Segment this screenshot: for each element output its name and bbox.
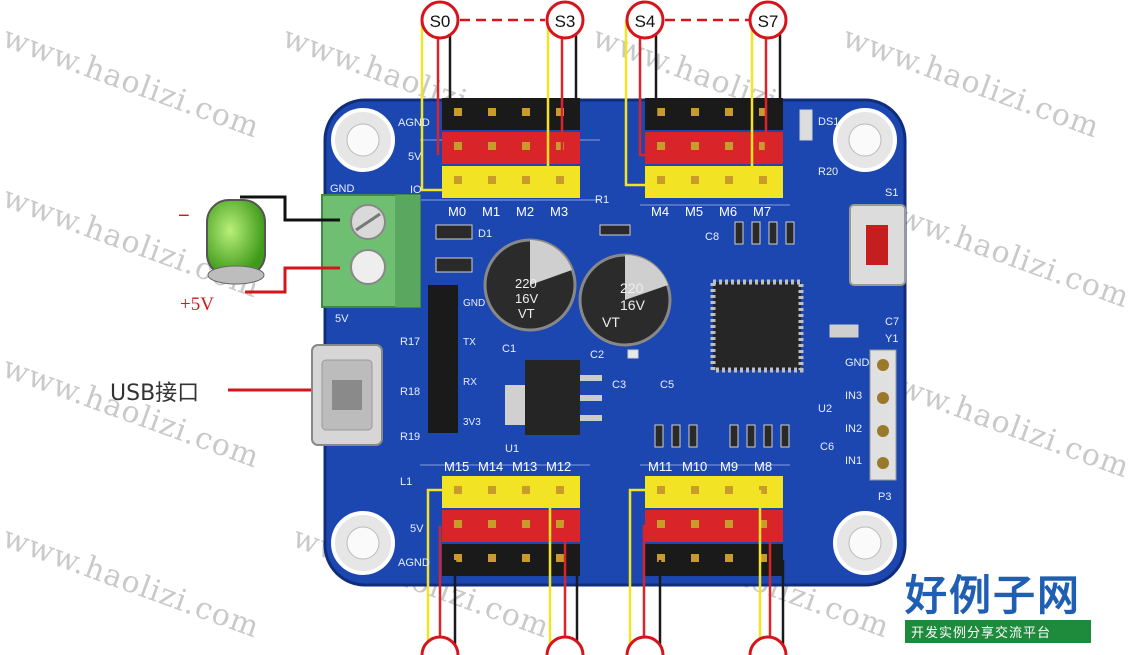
uart-3v3: 3V3: [463, 417, 481, 428]
c1-value: 220: [515, 276, 537, 291]
label-p3: P3: [878, 491, 891, 503]
header-p3: [869, 349, 897, 481]
channel-markers-bottom: [420, 635, 788, 655]
servo-wires-bottom: [426, 488, 785, 655]
channel-markers-top: S0 S3 S4 S7: [420, 0, 788, 40]
label-r18: R18: [400, 386, 420, 398]
p3-pin-gnd: GND: [845, 357, 870, 369]
channel-s4-circle: [625, 0, 665, 40]
p3-pin-in1: IN1: [845, 455, 862, 467]
label-c5: C5: [660, 379, 674, 391]
c2-series: VT: [602, 314, 620, 330]
header-bottom-right: [645, 476, 783, 576]
label-m12: M12: [546, 459, 571, 474]
label-l1: L1: [400, 476, 412, 488]
label-y1: Y1: [885, 333, 898, 345]
label-r20: R20: [818, 166, 838, 178]
header-top-right: [645, 98, 783, 198]
label-m0: M0: [448, 204, 466, 219]
label-m3: M3: [550, 204, 568, 219]
channel-s0-circle: [420, 0, 460, 40]
silk-labels: AGND 5V IO GND 5V 5V AGND: [330, 117, 430, 569]
label-m11: M11: [648, 459, 672, 474]
label-m6: M6: [719, 204, 737, 219]
voltage-regulator: [505, 360, 602, 435]
label-ds1: DS1: [818, 116, 839, 128]
uart-tx: TX: [463, 337, 476, 348]
capacitor-c1: 220 16V VT: [483, 238, 577, 332]
row-label-gnd-left: GND: [330, 183, 355, 195]
label-c3: C3: [612, 379, 626, 391]
label-m7: M7: [753, 204, 771, 219]
label-m13: M13: [512, 459, 537, 474]
usb-connector: USB接口: [110, 344, 383, 446]
label-m8: M8: [754, 459, 772, 474]
label-r17: R17: [400, 336, 420, 348]
label-d1: D1: [478, 228, 492, 240]
label-r19: R19: [400, 431, 420, 443]
site-logo: 好例子网 开发实例分享交流平台: [905, 572, 1091, 643]
row-label-5v-left: 5V: [335, 313, 349, 325]
label-u1: U1: [505, 443, 519, 455]
label-s1: S1: [885, 187, 898, 199]
row-label-5v-top: 5V: [408, 151, 422, 163]
label-c7: C7: [885, 316, 899, 328]
mounting-holes: [331, 108, 897, 575]
logo-title: 好例子网: [905, 571, 1082, 620]
label-m1: M1: [482, 204, 500, 219]
label-m15: M15: [444, 459, 469, 474]
c1-series: VT: [518, 306, 535, 321]
battery-minus-label: −: [178, 205, 190, 227]
channel-s7-label: S7: [758, 12, 779, 31]
label-c8: C8: [705, 231, 719, 243]
uart-rx: RX: [463, 377, 477, 388]
row-label-agnd-bottom: AGND: [398, 557, 430, 569]
channel-s0-label: S0: [430, 12, 451, 31]
p3-pin-in2: IN2: [845, 423, 862, 435]
uart-header: GND TX RX 3V3: [428, 285, 485, 433]
uart-gnd: GND: [463, 298, 485, 309]
channel-s3-label: S3: [555, 12, 576, 31]
label-m2: M2: [516, 204, 534, 219]
c2-value: 220: [620, 280, 644, 296]
component-labels: D1 R1 C1 C2 C3 C5 C6 C7 C8 U1 U2 S1 Y1 P…: [400, 116, 899, 503]
label-m14: M14: [478, 459, 503, 474]
label-u2: U2: [818, 403, 832, 415]
label-m4: M4: [651, 204, 669, 219]
c2-voltage: 16V: [620, 297, 646, 313]
label-m9: M9: [720, 459, 738, 474]
main-ic: [710, 279, 804, 373]
smd-parts: [435, 109, 859, 448]
label-c1: C1: [502, 343, 516, 355]
row-label-io-top: IO: [410, 184, 422, 196]
push-button-s1: [849, 204, 906, 286]
row-label-agnd-top: AGND: [398, 117, 430, 129]
label-c2: C2: [590, 349, 604, 361]
c1-voltage: 16V: [515, 291, 538, 306]
header-labels: M0 M1 M2 M3 M4 M5 M6 M7 M15 M14 M13 M12 …: [444, 204, 772, 474]
logo-subtitle: 开发实例分享交流平台: [905, 620, 1091, 643]
label-c6: C6: [820, 441, 834, 453]
label-m10: M10: [682, 459, 707, 474]
p3-pin-in3: IN3: [845, 390, 862, 402]
channel-s3-circle: [545, 0, 585, 40]
usb-label: USB接口: [110, 381, 199, 406]
battery-plus-label: +5V: [180, 294, 214, 315]
screw-terminal: [321, 194, 421, 308]
header-top-left: [442, 98, 580, 198]
label-m5: M5: [685, 204, 703, 219]
channel-s4-label: S4: [635, 12, 656, 31]
capacitor-c2: 220 16V VT: [578, 253, 672, 347]
header-bottom-left: [442, 476, 580, 576]
battery: − +5V: [178, 195, 340, 315]
channel-s7-circle: [748, 0, 788, 40]
servo-wires-top: [420, 20, 782, 192]
label-r1: R1: [595, 194, 609, 206]
row-label-5v-bottom: 5V: [410, 523, 424, 535]
